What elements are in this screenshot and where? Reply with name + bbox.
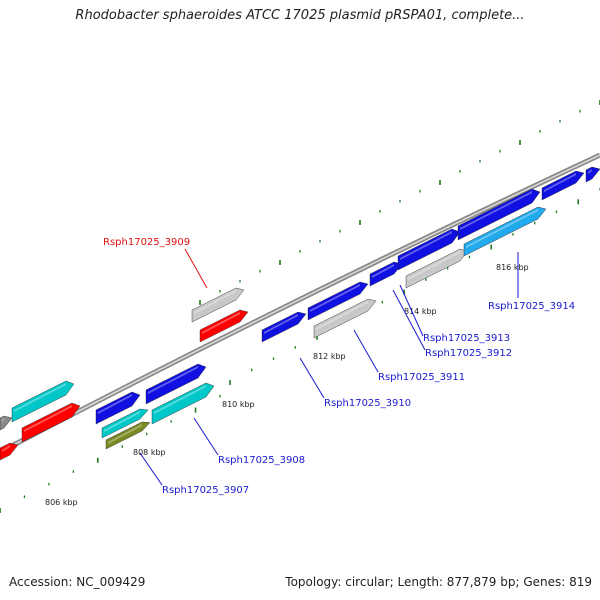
gene-3912-feature (369, 261, 403, 287)
gene-3910-feature-shine (264, 314, 298, 334)
tick-label: 808 kbp (133, 448, 166, 457)
gene-3909-feature (199, 309, 249, 343)
gray-feature-mid-shine (316, 301, 368, 330)
gene-label[interactable]: Rsph17025_3913 (423, 333, 510, 344)
gene-3913-feature-shine (400, 231, 452, 260)
cds-blue-right-shine (544, 173, 576, 192)
cds-cyan-left-shine (14, 383, 66, 412)
tick-marks (0, 100, 600, 513)
gene-label-leader (184, 248, 208, 289)
cds-blue-edge (585, 166, 600, 183)
light-blue-feature-shine (466, 209, 538, 248)
cds-cyan-small-shine (104, 411, 140, 432)
gene-3908-feature (145, 363, 207, 405)
gene-3910-feature (261, 311, 307, 343)
topology-text: Topology: circular; Length: 877,879 bp; … (285, 575, 592, 589)
gene-3912-feature-shine (372, 264, 394, 278)
tick-label: 814 kbp (404, 307, 437, 316)
cds-blue-right (541, 170, 585, 201)
gene-label[interactable]: Rsph17025_3909 (103, 237, 190, 248)
tick-label: 812 kbp (313, 352, 346, 361)
features-layer (0, 166, 600, 461)
gene-3907-feature-shine (98, 394, 132, 414)
gene-label[interactable]: Rsph17025_3910 (324, 398, 411, 409)
gene-3909-gray-feature (191, 287, 245, 323)
gene-3911-feature-shine (310, 284, 360, 312)
tick-label: 810 kbp (222, 400, 255, 409)
gene-label[interactable]: Rsph17025_3907 (162, 485, 249, 496)
cds-red-left (21, 402, 81, 443)
cds-cyan-small (101, 408, 149, 439)
gene-3907-feature (95, 391, 141, 425)
genome-map[interactable]: 806 kbp 808 kbp 810 kbp 812 kbp 814 kbp 816 k… (0, 0, 600, 570)
red-feature-edge-shine (2, 445, 10, 452)
gene-3914-feature (457, 188, 541, 241)
gene-label[interactable]: Rsph17025_3912 (425, 348, 512, 359)
gene-3914-feature-shine (460, 191, 532, 230)
accession-text: Accession: NC_009429 (9, 575, 146, 589)
gene-3909-gray-feature-shine (194, 290, 236, 314)
labels-layer: 806 kbp 808 kbp 810 kbp 812 kbp 814 kbp 816 k… (45, 237, 575, 507)
olive-feature (105, 421, 151, 450)
cds-cyan-mid-shine (154, 385, 206, 414)
gray-feature-right-shine (408, 251, 460, 280)
gene-label-leader (139, 452, 163, 486)
map-title: Rhodobacter sphaeroides ATCC 17025 plasm… (75, 8, 525, 23)
gene-label[interactable]: Rsph17025_3908 (218, 455, 305, 466)
backbone-ring-highlight (0, 154, 600, 453)
gene-3913-feature (397, 228, 461, 271)
gene-3909-feature-shine (202, 312, 240, 334)
gene-label[interactable]: Rsph17025_3914 (488, 301, 575, 312)
gene-3911-feature (307, 281, 369, 321)
cds-red-left-shine (24, 405, 72, 432)
cds-cyan-left (11, 380, 75, 423)
red-feature-edge (0, 442, 19, 461)
gene-label-leader (392, 289, 426, 351)
cds-blue-edge-shine (588, 169, 592, 174)
light-blue-feature (463, 206, 547, 257)
gene-label-leader (399, 284, 424, 337)
olive-feature-shine (108, 424, 142, 444)
gene-label-leader (299, 357, 325, 399)
gene-label[interactable]: Rsph17025_3911 (378, 372, 465, 383)
tick-label: 806 kbp (45, 498, 78, 507)
gene-3908-feature-shine (148, 366, 198, 394)
gray-feature-mid (313, 298, 377, 339)
gray-feature-edge-shine (2, 418, 4, 422)
gene-label-leader (193, 417, 219, 456)
tick-label: 816 kbp (496, 263, 529, 272)
cds-cyan-mid (151, 382, 215, 425)
gene-label-leader (353, 329, 379, 373)
gray-feature-edge (0, 415, 13, 431)
